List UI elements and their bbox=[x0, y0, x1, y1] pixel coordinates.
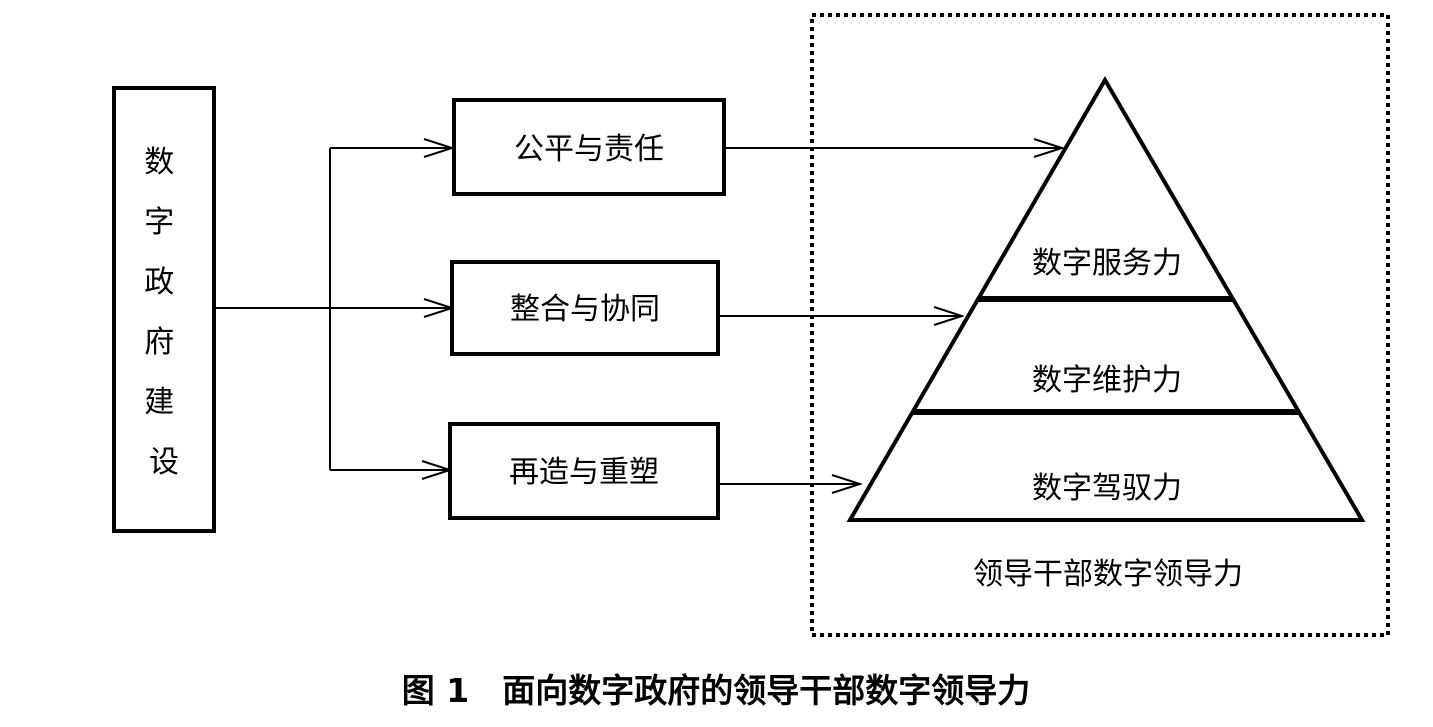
source-char: 政 bbox=[144, 265, 174, 300]
source-char: 府 bbox=[144, 325, 174, 360]
middle-box-1 bbox=[452, 98, 726, 196]
middle-box-label: 公平与责任 bbox=[514, 132, 664, 167]
middle-box-3 bbox=[448, 422, 720, 520]
pyramid-level-label: 数字服务力 bbox=[1032, 246, 1182, 281]
middle-box-label: 整合与协同 bbox=[510, 292, 660, 327]
pyramid-level-label: 数字驾驭力 bbox=[1032, 471, 1182, 506]
figure-caption: 图 1 面向数字政府的领导干部数字领导力 bbox=[402, 671, 1030, 710]
pyramid-level-label: 数字维护力 bbox=[1032, 363, 1182, 398]
source-char: 设 bbox=[149, 445, 179, 480]
source-char: 建 bbox=[144, 385, 174, 420]
source-box bbox=[112, 86, 216, 533]
source-char: 数 bbox=[144, 145, 174, 180]
middle-box-label: 再造与重塑 bbox=[509, 455, 659, 490]
dotted-frame bbox=[810, 13, 1390, 637]
pyramid-label: 领导干部数字领导力 bbox=[973, 557, 1243, 592]
source-char: 字 bbox=[144, 205, 174, 240]
middle-box-2 bbox=[450, 260, 720, 356]
source-label: 数 字 政 府 建 设 bbox=[144, 145, 184, 480]
